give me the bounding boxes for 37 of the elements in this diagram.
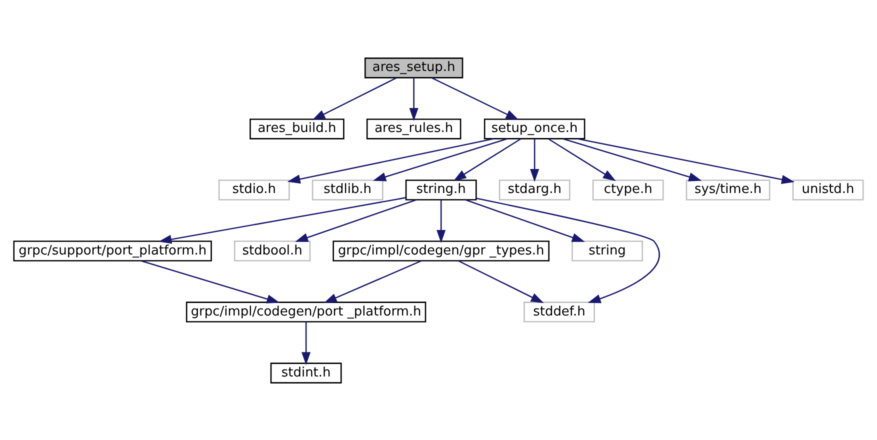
node-box: string.h [405, 179, 477, 200]
node-box: stdarg.h [498, 179, 570, 200]
arrow [409, 77, 418, 120]
arrow [372, 138, 508, 181]
node-box: unistd.h [792, 179, 864, 200]
arrow [548, 138, 616, 181]
arrow [324, 260, 422, 303]
node-box: stdio.h [218, 179, 290, 200]
arrow [465, 198, 585, 242]
arrow [431, 76, 519, 120]
arrow [295, 198, 417, 242]
node-box: setup_once.h [484, 118, 586, 139]
node-box: stdlib.h [312, 179, 384, 200]
arrow [453, 138, 522, 181]
node-box: stdbool.h [234, 240, 311, 261]
arrow [530, 138, 540, 182]
node-box: grpc/impl/codegen/port _platform.h [186, 301, 426, 322]
arrow [436, 199, 446, 243]
arrow [458, 260, 544, 303]
arrow [287, 138, 494, 184]
node-box: ares_setup.h [364, 57, 464, 78]
arrow [140, 260, 280, 303]
node-box: ares_rules.h [366, 118, 462, 139]
node-box: stdint.h [270, 362, 342, 383]
node-box: grpc/support/port_platform.h [13, 240, 212, 261]
node-box: ares_build.h [250, 118, 344, 139]
arrow [312, 76, 397, 120]
node-box: grpc/impl/codegen/gpr _types.h [332, 240, 550, 261]
node-box: stddef.h [524, 301, 595, 322]
arrow [577, 138, 795, 184]
arrow [158, 196, 406, 244]
node-box: string [572, 240, 643, 261]
node-box: sys/time.h [686, 179, 770, 200]
arrow [562, 138, 702, 181]
node-box: ctype.h [592, 179, 664, 200]
arrow [476, 197, 660, 303]
arrow [302, 321, 311, 365]
